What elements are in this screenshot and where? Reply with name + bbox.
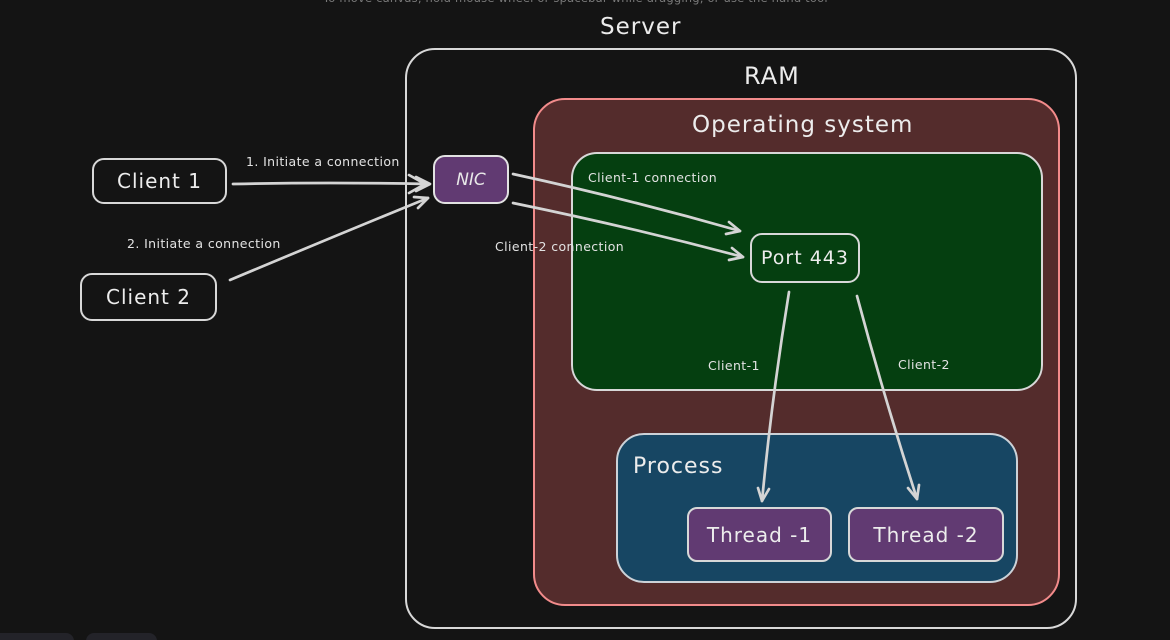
client-1-box[interactable]: Client 1 xyxy=(92,158,227,204)
arrow-2-label[interactable]: 2. Initiate a connection xyxy=(127,236,281,251)
zoom-controls-button[interactable] xyxy=(0,633,74,640)
thread-2-box[interactable]: Thread -2 xyxy=(848,507,1004,562)
ram-title[interactable]: RAM xyxy=(744,62,800,90)
server-title[interactable]: Server xyxy=(600,14,682,40)
client-2-box[interactable]: Client 2 xyxy=(80,273,217,321)
server-box[interactable] xyxy=(405,48,1077,629)
port-to-thread1-label[interactable]: Client-1 xyxy=(708,358,760,373)
process-title[interactable]: Process xyxy=(633,454,724,479)
client-1-label: Client 1 xyxy=(117,169,202,193)
nic-label: NIC xyxy=(456,169,486,190)
client-2-label: Client 2 xyxy=(106,285,191,309)
arrow-1-label[interactable]: 1. Initiate a connection xyxy=(246,154,400,169)
undo-redo-button[interactable] xyxy=(86,633,157,640)
thread-1-box[interactable]: Thread -1 xyxy=(687,507,832,562)
port-443-label: Port 443 xyxy=(761,247,849,269)
arrow-client1-to-nic[interactable] xyxy=(231,173,432,195)
operating-system-title[interactable]: Operating system xyxy=(692,112,914,138)
port-443-box[interactable]: Port 443 xyxy=(750,233,860,283)
client1-connection-label[interactable]: Client-1 connection xyxy=(588,170,718,185)
client2-connection-label[interactable]: Client-2 connection xyxy=(495,239,625,254)
canvas-hint-text: To move canvas, hold mouse wheel or spac… xyxy=(323,0,828,5)
nic-box[interactable]: NIC xyxy=(433,155,509,204)
port-to-thread2-label[interactable]: Client-2 xyxy=(898,357,950,372)
thread-2-label: Thread -2 xyxy=(873,522,979,547)
thread-1-label: Thread -1 xyxy=(706,522,813,547)
